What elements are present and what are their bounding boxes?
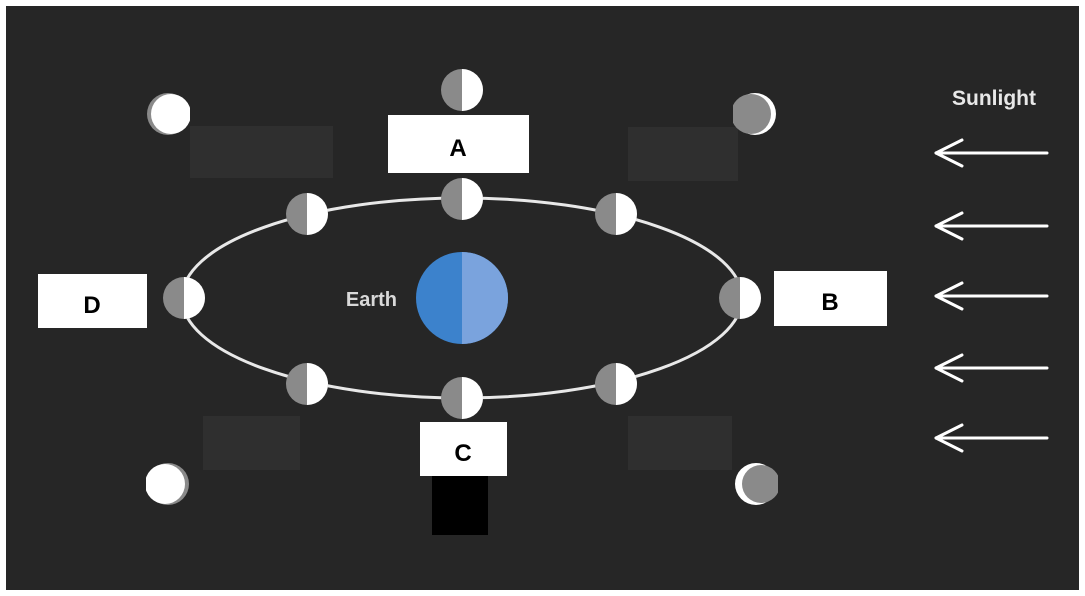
- phase-moon-icon: [733, 93, 776, 135]
- earth-icon: [416, 252, 508, 344]
- label-box-c: C: [420, 422, 507, 476]
- label-d: D: [83, 292, 100, 319]
- label-box-a: A: [388, 115, 529, 173]
- hidden-label-box: [628, 416, 732, 470]
- orbit-moon-icon: [441, 377, 483, 419]
- orbit-moon-icon: [286, 193, 328, 235]
- hidden-moon-block: [432, 476, 488, 535]
- arrow-left-icon: [934, 281, 1049, 311]
- orbit-moon-icon: [163, 277, 205, 319]
- label-a: A: [449, 135, 466, 162]
- arrow-left-icon: [934, 138, 1049, 168]
- hidden-label-box: [190, 126, 333, 178]
- arrow-left-icon: [934, 211, 1049, 241]
- label-b: B: [821, 289, 838, 316]
- orbit-moon-icon: [595, 363, 637, 405]
- label-box-b: B: [774, 271, 887, 326]
- orbit-moon-icon: [286, 363, 328, 405]
- orbit-moon-icon: [719, 277, 761, 319]
- sunlight-arrows: [934, 138, 1049, 453]
- orbit-moon-icon: [595, 193, 637, 235]
- phase-moon-icon: [441, 69, 483, 111]
- label-box-d: D: [38, 274, 147, 328]
- orbit-moon-icon: [441, 178, 483, 220]
- earth-label: Earth: [346, 289, 397, 311]
- hidden-label-box: [203, 416, 300, 470]
- sunlight-label: Sunlight: [952, 87, 1036, 110]
- arrow-left-icon: [934, 423, 1049, 453]
- arrow-left-icon: [934, 353, 1049, 383]
- phase-moon-icon: [147, 93, 190, 135]
- hidden-label-box: [628, 127, 738, 181]
- phase-moon-icon: [146, 463, 189, 505]
- label-c: C: [454, 440, 471, 467]
